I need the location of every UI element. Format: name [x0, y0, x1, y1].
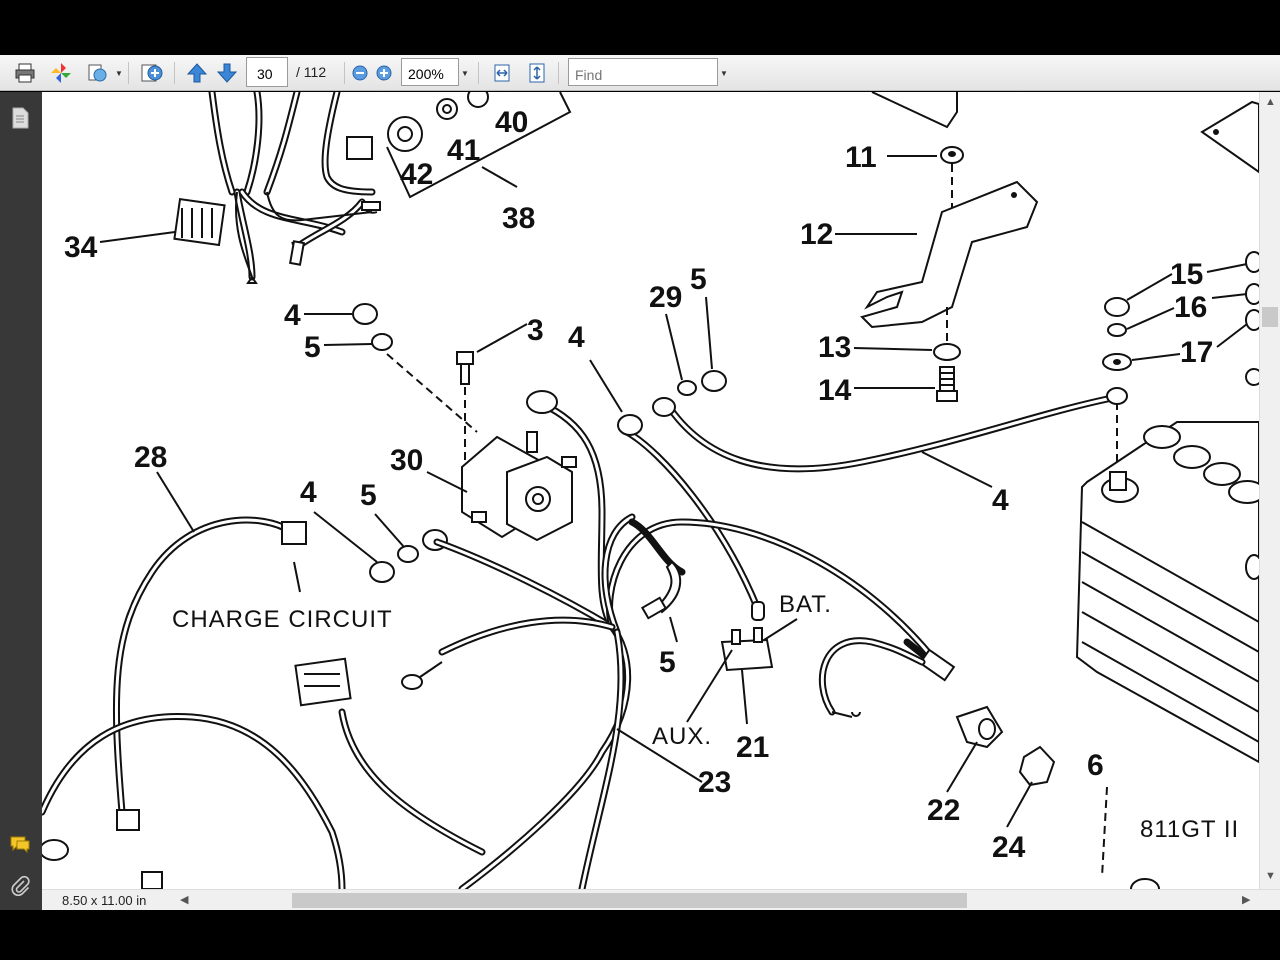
callout-22: 21 — [736, 731, 769, 764]
callout-4b: 5 — [690, 263, 707, 296]
solenoid-30-drawing — [461, 431, 577, 542]
fit-width-button[interactable] — [489, 60, 515, 86]
separator — [558, 62, 559, 84]
print-button[interactable] — [12, 60, 38, 86]
separator — [344, 62, 345, 84]
harness-28-drawing — [42, 516, 346, 889]
comments-panel-button[interactable] — [8, 832, 32, 856]
aux-label: AUX. — [652, 723, 712, 750]
callout-21: 4 — [992, 484, 1009, 517]
fit-page-button[interactable] — [524, 60, 550, 86]
comments-icon — [10, 836, 30, 853]
parts-diagram: 34 42 41 40 38 — [42, 92, 1259, 889]
callout-15: 15 — [1170, 258, 1203, 291]
pinwheel-button[interactable] — [48, 60, 74, 86]
callout-28: 28 — [134, 441, 167, 474]
horizontal-scroll-thumb[interactable] — [292, 893, 967, 908]
fit-page-icon — [529, 63, 545, 83]
scroll-left-arrow[interactable]: ◀ — [180, 894, 189, 906]
callout-23: 5 — [659, 646, 676, 679]
page-total-label: / 112 — [296, 64, 327, 80]
harness-34-drawing — [173, 92, 381, 284]
callout-30: 30 — [390, 444, 423, 477]
zoom-level-input[interactable] — [401, 58, 459, 86]
print-icon — [15, 63, 35, 83]
part-group-38-drawing — [386, 92, 572, 199]
callout-40: 40 — [495, 106, 528, 139]
callout-12: 12 — [800, 218, 833, 251]
find-input[interactable] — [568, 58, 718, 86]
callout-16: 16 — [1174, 291, 1207, 324]
callout-17: 17 — [1180, 336, 1213, 369]
export-icon — [88, 64, 107, 82]
callout-4c: 4 — [300, 476, 317, 509]
separator — [478, 62, 479, 84]
export-dropdown-caret[interactable]: ▼ — [115, 69, 123, 78]
mount-plate-drawing — [1200, 100, 1259, 174]
callout-35: 6 — [1087, 749, 1104, 782]
next-page-icon — [216, 63, 238, 83]
vertical-scroll-thumb[interactable] — [1262, 307, 1278, 327]
callout-5b: 29 — [649, 281, 682, 314]
prev-page-button[interactable] — [184, 60, 210, 86]
callout-41: 41 — [447, 134, 480, 167]
battery-drawing — [1075, 421, 1259, 764]
bracket-assembly-drawing — [860, 92, 1039, 402]
callout-11: 11 — [845, 141, 877, 174]
callout-34: 34 — [64, 231, 98, 264]
callout-5c: 5 — [360, 479, 377, 512]
find-dropdown-caret[interactable]: ▼ — [720, 69, 728, 78]
attachment-icon — [11, 875, 30, 896]
zoom-out-icon — [352, 65, 368, 81]
callout-4a: 4 — [284, 299, 301, 332]
zoom-out-button[interactable] — [347, 60, 373, 86]
vertical-scrollbar[interactable]: ▲ ▼ — [1259, 92, 1280, 889]
prev-page-icon — [186, 63, 208, 83]
battery-hardware-drawing — [1102, 251, 1259, 472]
fit-width-icon — [494, 64, 510, 82]
page-size-label: 8.50 x 11.00 in — [62, 893, 147, 908]
navigation-sidebar — [0, 92, 42, 910]
main-harness-24-drawing — [294, 513, 956, 889]
callout-6: 22 — [927, 794, 960, 827]
separator — [128, 62, 129, 84]
zoom-in-icon — [376, 65, 392, 81]
adobe-icon — [141, 64, 163, 82]
callout-5a: 5 — [304, 331, 321, 364]
zoom-dropdown-caret[interactable]: ▼ — [461, 69, 469, 78]
callout-14: 14 — [818, 374, 852, 407]
document-page-view[interactable]: 34 42 41 40 38 — [42, 92, 1259, 889]
callout-42: 42 — [400, 158, 433, 191]
next-page-button[interactable] — [214, 60, 240, 86]
attachments-panel-button[interactable] — [8, 874, 32, 898]
page-number-input[interactable] — [246, 57, 288, 87]
export-button[interactable] — [84, 60, 110, 86]
callout-3: 3 — [527, 314, 544, 347]
scroll-right-arrow[interactable]: ▶ — [1242, 894, 1251, 906]
charge-circuit-label: CHARGE CIRCUIT — [172, 606, 393, 633]
fitting-6-7-drawing — [955, 705, 1160, 889]
pages-panel-button[interactable] — [8, 106, 32, 130]
separator — [174, 62, 175, 84]
callout-24: 23 — [698, 766, 731, 799]
callout-29: 4 — [568, 321, 585, 354]
status-bar: 8.50 x 11.00 in ◀ ▶ — [42, 889, 1280, 910]
scroll-down-arrow[interactable]: ▼ — [1265, 870, 1276, 882]
callout-38: 38 — [502, 202, 535, 235]
callout-7: 24 — [992, 831, 1026, 864]
zoom-in-button[interactable] — [371, 60, 397, 86]
scroll-up-arrow[interactable]: ▲ — [1265, 96, 1276, 108]
model-label: 811GT II — [1140, 816, 1239, 843]
adobe-button[interactable] — [139, 60, 165, 86]
pages-icon — [12, 107, 29, 129]
pinwheel-icon — [51, 63, 71, 83]
bat-label: BAT. — [779, 591, 832, 618]
callout-13: 13 — [818, 331, 851, 364]
